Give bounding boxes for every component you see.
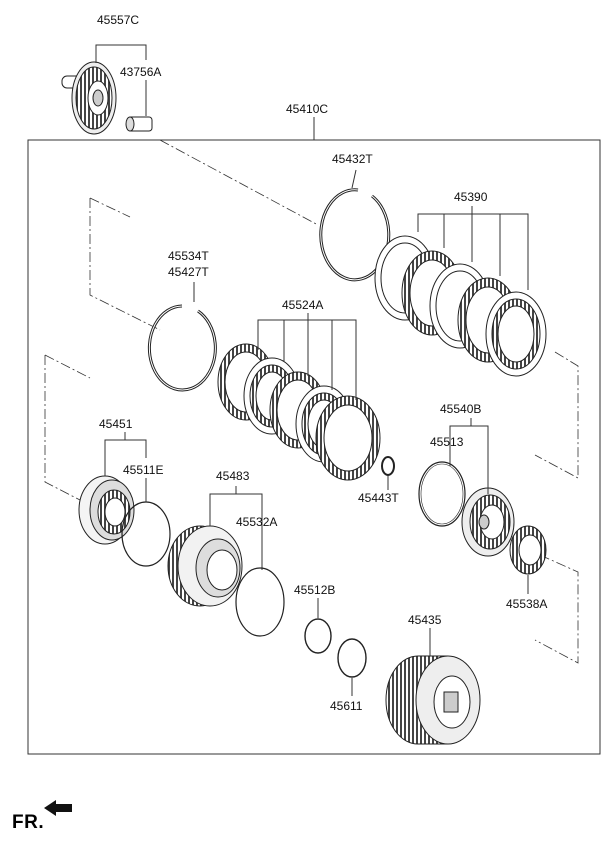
label-45538a: 45538A [506,597,547,611]
label-45435: 45435 [408,613,442,627]
part-45511e-seal-ring [121,501,171,567]
part-45443t-small-ring [381,456,395,476]
label-43756a: 43756A [120,65,161,79]
part-45538a-one-way-clutch [509,525,547,575]
part-45451-piston [78,475,135,545]
label-45483: 45483 [216,469,250,483]
label-45540b: 45540B [440,402,481,416]
part-45532a-seal-ring [235,567,285,637]
label-45611: 45611 [330,699,363,713]
label-45451: 45451 [99,417,133,431]
label-45534t: 45534T [168,249,209,263]
part-45557c-shaft-gear [61,61,117,135]
label-45513: 45513 [430,435,464,449]
label-45443t: 45443T [358,491,399,505]
label-45532a: 45532A [236,515,277,529]
label-45427t: 45427T [168,265,209,279]
arrow-left-icon [44,800,72,816]
label-45410c: 45410C [286,102,328,116]
part-45540b-hub [461,487,515,557]
part-45534t-snap-ring [147,304,217,392]
centerlines [44,139,579,664]
part-43756a-bushing [125,116,153,132]
label-45432t: 45432T [332,152,373,166]
part-45390-clutch-pack [374,235,547,377]
part-45483-retainer [167,525,243,607]
label-45512b: 45512B [294,583,335,597]
part-45513-seal-ring [418,461,466,527]
front-orientation-label: FR. [12,812,45,833]
label-45511e: 45511E [123,463,163,477]
part-45611-ring [337,638,367,678]
label-45390: 45390 [454,190,488,204]
label-45557c: 45557C [97,13,139,27]
part-45432t-snap-ring [319,188,391,282]
part-45435-drum-gear [385,655,481,745]
part-45512b-ring [304,618,332,654]
label-45524a: 45524A [282,298,323,312]
part-45524a-clutch-pack [217,343,381,481]
